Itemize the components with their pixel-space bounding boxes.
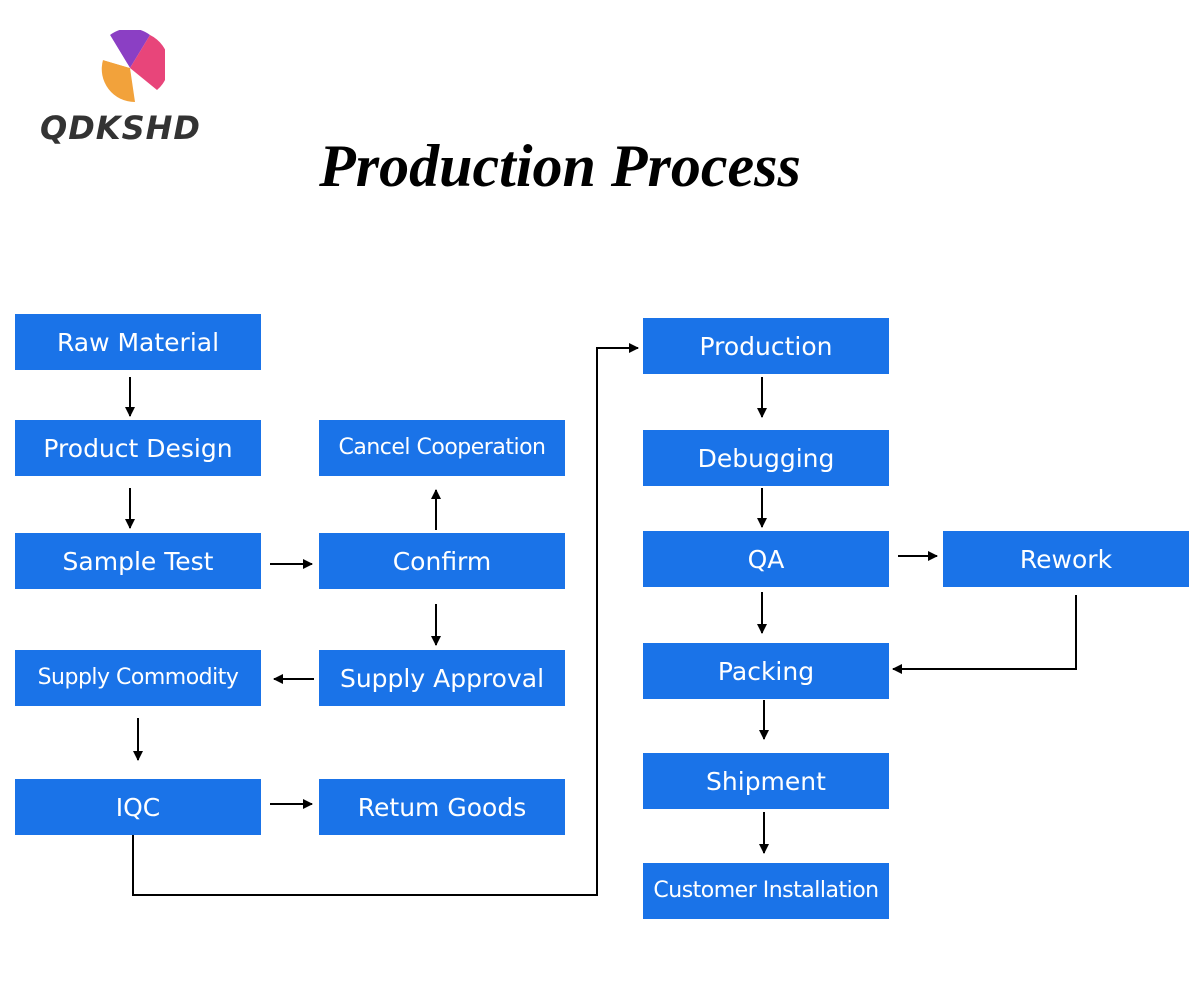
step-production: Production (643, 318, 889, 374)
step-return-goods: Retum Goods (319, 779, 565, 835)
step-iqc: IQC (15, 779, 261, 835)
step-product-design: Product Design (15, 420, 261, 476)
step-debugging: Debugging (643, 430, 889, 486)
step-supply-approval: Supply Approval (319, 650, 565, 706)
page-title: Production Process (319, 133, 801, 199)
brand-logo-icon (101, 30, 165, 103)
step-supply-commodity: Supply Commodity (15, 650, 261, 706)
step-sample-test: Sample Test (15, 533, 261, 589)
step-cancel-cooperation: Cancel Cooperation (319, 420, 565, 476)
step-packing: Packing (643, 643, 889, 699)
arrow-iqc-to-production (132, 343, 639, 896)
brand-name: QDKSHD (40, 109, 201, 147)
step-raw-material: Raw Material (15, 314, 261, 370)
logo-pink-segment (130, 35, 165, 90)
logo-orange-segment (101, 60, 135, 103)
logo-purple-segment (110, 30, 150, 68)
step-rework: Rework (943, 531, 1189, 587)
step-confirm: Confirm (319, 533, 565, 589)
logo-white-segment (102, 35, 130, 68)
brand-logo: QDKSHD (40, 30, 220, 150)
step-customer-installation: Customer Installation (643, 863, 889, 919)
step-qa: QA (643, 531, 889, 587)
step-shipment: Shipment (643, 753, 889, 809)
arrow-rework-to-packing (892, 595, 1077, 674)
